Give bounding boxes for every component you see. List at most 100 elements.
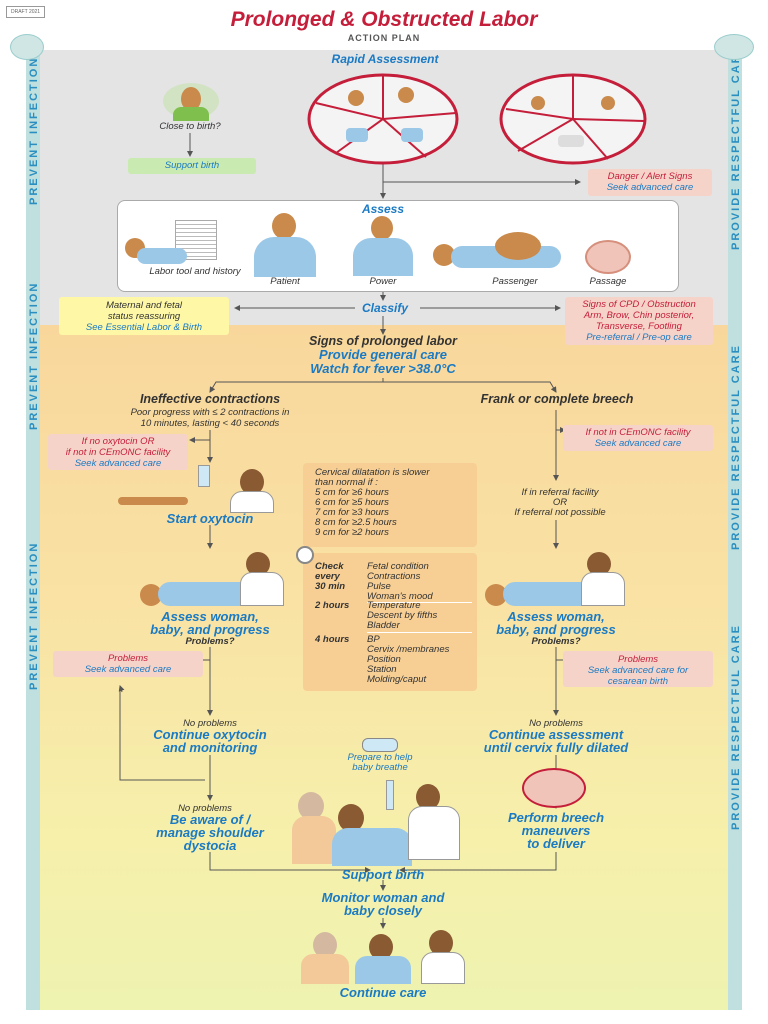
assess-item-label-1: Labor tool and history: [149, 266, 241, 277]
not-cemonc-text: If not in CEmONC facility: [585, 427, 691, 438]
no-oxytocin-seek-text: Seek advanced care: [74, 458, 162, 469]
check-item-2: Contractions: [367, 571, 421, 582]
referral-text-3: If referral not possible: [514, 507, 606, 518]
ineffective-contractions-heading: Ineffective contractions: [139, 392, 281, 406]
no-problems-left-1: No problems: [183, 718, 237, 729]
support-birth-illustration: [292, 778, 472, 866]
right-side-bar: [728, 50, 742, 1010]
cervical-dilatation-box: [303, 463, 477, 547]
fever-text: Watch for fever >38.0°C: [310, 361, 456, 376]
breech-heading: Frank or complete breech: [480, 392, 634, 406]
not-cemonc-seek-text: Seek advanced care: [594, 438, 682, 449]
cervical-row-2: 6 cm for ≥5 hours: [315, 497, 389, 508]
classify-heading: Classify: [361, 301, 409, 315]
bag-mask-icon: [362, 738, 398, 752]
referral-text-2: OR: [552, 497, 568, 508]
cpd-text-3: Transverse, Footling: [596, 321, 682, 332]
monitoring-schedule-box: [303, 553, 477, 691]
no-oxytocin-text-1: If no oxytocin OR: [81, 436, 155, 447]
assess-item-label-4: Passenger: [492, 276, 538, 287]
check-item-1: Fetal condition: [367, 561, 429, 572]
assess-heading: Assess: [361, 202, 405, 216]
respectful-care-icon: [714, 34, 754, 60]
shoulder-dystocia-text-2: manage shoulder: [156, 825, 264, 840]
two-hours-item-1: Temperature: [367, 600, 421, 611]
monitor-woman-text-2: baby closely: [343, 903, 423, 918]
referral-text-1: If in referral facility: [521, 487, 599, 498]
not-cemonc-box: If not in CEmONC facility Seek advanced …: [563, 425, 713, 451]
check-item-3: Pulse: [367, 581, 391, 592]
two-hours-item-3: Bladder: [367, 620, 400, 631]
left-side-bar: [26, 50, 40, 1010]
assess-item-label-2: Patient: [270, 276, 300, 287]
shoulder-dystocia-text-1: Be aware of /: [169, 812, 251, 827]
problems-seek-right-1: Seek advanced care for: [587, 665, 689, 676]
problems-text-right: Problems: [617, 654, 659, 665]
danger-signs-text: Danger / Alert Signs: [607, 171, 693, 182]
problems-question-right: Problems?: [531, 636, 581, 647]
check-item-4: Woman's mood: [367, 591, 433, 602]
breech-maneuvers-text-2: maneuvers: [521, 823, 591, 838]
woman-face-illustration: [163, 83, 219, 121]
cpd-text-2: Arm, Brow, Chin posterior,: [583, 310, 695, 321]
schedule-divider-2: [367, 632, 472, 633]
labor-tool-illustration: [125, 220, 225, 268]
schedule-divider-1: [367, 602, 472, 603]
page-title: Prolonged & Obstructed Labor: [230, 8, 538, 31]
check-label-2: every: [315, 571, 340, 582]
cpd-text-1: Signs of CPD / Obstruction: [582, 299, 696, 310]
breech-maneuvers-text-1: Perform breech: [507, 810, 605, 825]
breech-illustration: [522, 768, 586, 808]
shoulder-dystocia-text-3: dystocia: [183, 838, 237, 853]
cervical-row-4: 8 cm for ≥2.5 hours: [315, 517, 397, 528]
no-problems-right: No problems: [529, 718, 583, 729]
continue-assessment-text-2: until cervix fully dilated: [483, 740, 629, 755]
cervical-intro-2: than normal if :: [315, 477, 378, 488]
two-hours-label: 2 hours: [315, 600, 350, 611]
four-hours-item-1: BP: [367, 634, 380, 645]
danger-signs-box: Danger / Alert Signs Seek advanced care: [588, 169, 712, 196]
problems-seek-right-2: cesarean birth: [607, 676, 669, 687]
monitor-woman-text-1: Monitor woman and: [321, 890, 445, 905]
continue-care-illustration: [297, 928, 467, 984]
reassuring-text-2: status reassuring: [107, 311, 181, 322]
start-oxytocin-text: Start oxytocin: [166, 511, 254, 526]
oxytocin-illustration: [118, 465, 278, 513]
general-care-text: Provide general care: [319, 347, 447, 362]
breech-maneuvers-text-3: to deliver: [527, 836, 585, 851]
no-oxytocin-box: If no oxytocin OR if not in CEmONC facil…: [48, 434, 188, 470]
handwash-icon: [10, 34, 44, 60]
danger-signs-pie-2: [499, 73, 647, 165]
poor-progress-text-1: Poor progress with ≤ 2 contractions in: [130, 407, 290, 418]
continue-oxytocin-text-1: Continue oxytocin: [153, 727, 267, 742]
reassuring-box: Maternal and fetal status reassuring See…: [59, 297, 229, 335]
problems-seek-left: Seek advanced care: [84, 664, 172, 675]
continue-assessment-text-1: Continue assessment: [488, 727, 624, 742]
poor-progress-text-2: 10 minutes, lasting < 40 seconds: [140, 418, 280, 429]
cervical-dilatation-content: Cervical dilatation is slower than norma…: [305, 463, 475, 548]
passage-illustration: [585, 240, 631, 274]
see-essential-text: See Essential Labor & Birth: [85, 322, 203, 333]
check-label-1: Check: [315, 561, 344, 572]
support-birth-box: Support birth: [128, 158, 256, 174]
assess-item-label-3: Power: [369, 276, 397, 287]
no-oxytocin-text-2: if not in CEmONC facility: [65, 447, 171, 458]
problems-box-right: Problems Seek advanced care for cesarean…: [563, 651, 713, 687]
prepare-help-text-1: Prepare to help: [347, 752, 413, 763]
cpd-obstruction-box: Signs of CPD / Obstruction Arm, Brow, Ch…: [565, 297, 713, 345]
clock-icon: [296, 546, 314, 564]
rapid-assessment-heading: Rapid Assessment: [331, 52, 439, 66]
four-hours-item-5: Molding/caput: [367, 674, 427, 685]
assess-item-label-5: Passage: [589, 276, 627, 287]
cervical-row-5: 9 cm for ≥2 hours: [315, 527, 389, 538]
check-label-3: 30 min: [315, 581, 346, 592]
assess-woman-illustration-right: [485, 550, 635, 610]
cervical-row-1: 5 cm for ≥6 hours: [315, 487, 389, 498]
prolonged-labor-heading: Signs of prolonged labor: [309, 334, 457, 348]
continue-care-text: Continue care: [339, 985, 427, 1000]
prepare-help-text-2: baby breathe: [352, 762, 408, 773]
power-illustration: [345, 216, 421, 276]
danger-signs-pie-1: [307, 73, 459, 165]
